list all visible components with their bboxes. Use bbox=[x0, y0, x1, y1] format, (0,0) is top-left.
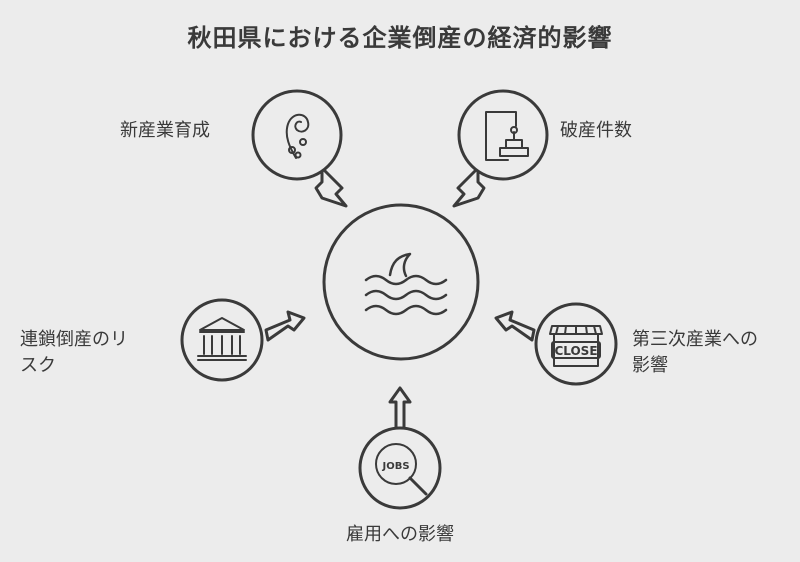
sprout-icon bbox=[285, 113, 310, 159]
label-chain-bankruptcy: 連鎖倒産のリ スク bbox=[20, 327, 128, 379]
label-chain-bankruptcy-line1: 連鎖倒産のリ bbox=[20, 329, 128, 350]
node-employment bbox=[358, 386, 442, 510]
label-employment: 雇用への影響 bbox=[346, 524, 454, 545]
label-new-industry: 新産業育成 bbox=[120, 120, 210, 141]
label-tertiary-industry-line2: 影響 bbox=[632, 355, 668, 376]
diagram-title: 秋田県における企業倒産の経済的影響 bbox=[187, 24, 613, 52]
jobs-sign-text: JOBS bbox=[381, 461, 409, 472]
node-new-industry bbox=[251, 89, 348, 208]
label-tertiary-industry: 第三次産業への 影響 bbox=[632, 327, 758, 379]
document-stamp-icon bbox=[485, 111, 529, 161]
shark-fin-waves-icon bbox=[364, 252, 448, 316]
node-tertiary-industry bbox=[494, 302, 618, 386]
closed-shop-icon bbox=[549, 325, 603, 367]
node-chain-bankruptcy bbox=[180, 298, 306, 382]
jobs-magnifier-icon bbox=[375, 443, 428, 496]
label-bankruptcy-count: 破産件数 bbox=[560, 120, 632, 141]
close-sign-text: CLOSE bbox=[554, 344, 597, 358]
label-tertiary-industry-line1: 第三次産業への bbox=[632, 329, 758, 350]
center-node bbox=[322, 203, 480, 361]
bank-icon bbox=[197, 317, 247, 361]
label-chain-bankruptcy-line2: スク bbox=[20, 355, 56, 376]
node-bankruptcy-count bbox=[452, 89, 549, 208]
